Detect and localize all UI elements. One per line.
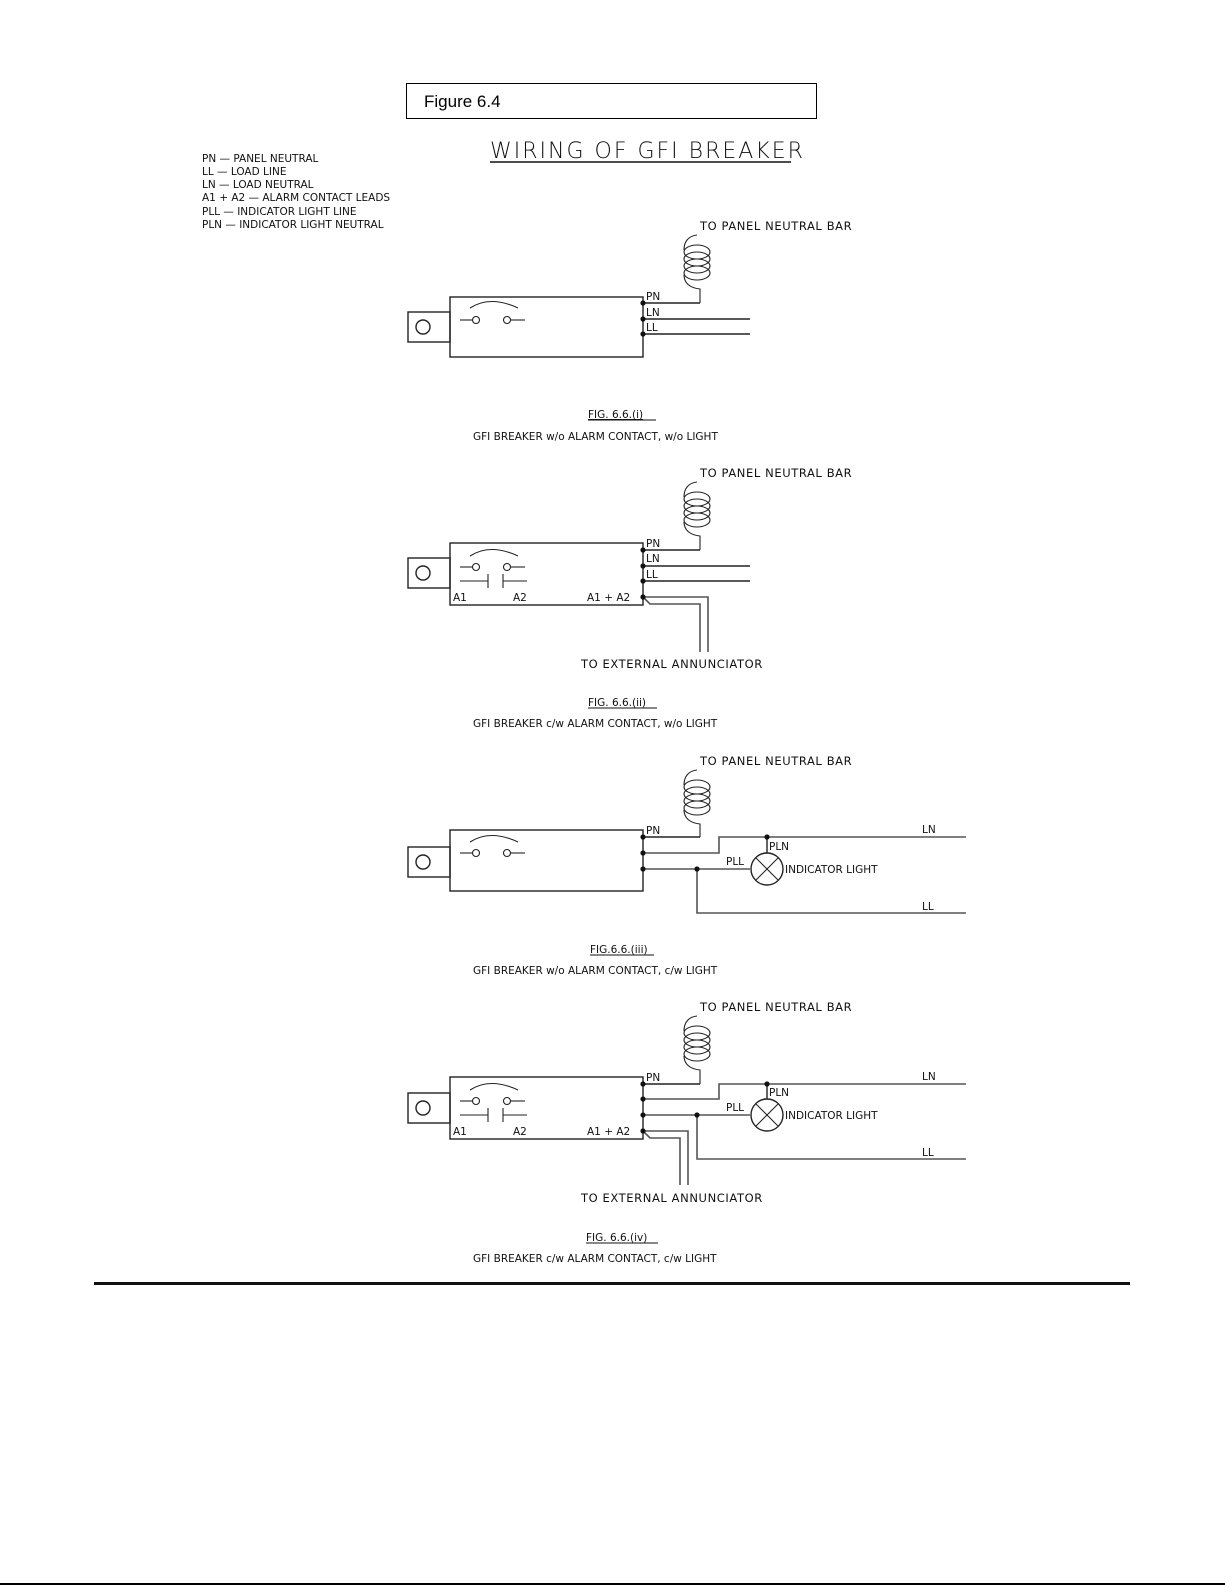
a1-a2-label: A1 + A2 (587, 592, 630, 604)
pln-label: PLN (769, 841, 789, 853)
figure-6-6-i: TO PANEL NEUTRAL BAR PN LN LL FIG. 6.6.(… (407, 219, 852, 443)
ln-label: LN (922, 1071, 936, 1083)
figure-id: FIG. 6.6.(i) (588, 409, 643, 421)
a1-a2-label: A1 + A2 (587, 1126, 630, 1138)
to-external-annunciator-label: TO EXTERNAL ANNUNCIATOR (580, 1191, 763, 1205)
ln-label: LN (922, 824, 936, 836)
a1-label: A1 (453, 1126, 467, 1138)
to-panel-neutral-bar-label: TO PANEL NEUTRAL BAR (699, 219, 852, 233)
ln-label: LN (646, 307, 660, 319)
a1-label: A1 (453, 592, 467, 604)
pn-label: PN (646, 291, 660, 303)
legend-item: A1 + A2 — ALARM CONTACT LEADS (202, 192, 390, 204)
pln-label: PLN (769, 1087, 789, 1099)
a2-label: A2 (513, 592, 527, 604)
figure-id: FIG. 6.6.(ii) (588, 697, 646, 709)
to-panel-neutral-bar-label: TO PANEL NEUTRAL BAR (699, 754, 852, 768)
coil-icon (683, 234, 711, 303)
legend-item: PLL — INDICATOR LIGHT LINE (202, 206, 357, 218)
legend-item: PN — PANEL NEUTRAL (202, 153, 319, 165)
page-bottom-border (0, 1583, 1225, 1585)
pn-label: PN (646, 1072, 660, 1084)
figure-caption: GFI BREAKER w/o ALARM CONTACT, w/o LIGHT (473, 431, 718, 443)
legend-item: LL — LOAD LINE (202, 166, 286, 178)
to-panel-neutral-bar-label: TO PANEL NEUTRAL BAR (699, 1000, 852, 1014)
a2-label: A2 (513, 1126, 527, 1138)
to-panel-neutral-bar-label: TO PANEL NEUTRAL BAR (699, 466, 852, 480)
breaker-body (407, 829, 644, 892)
ln-label: LN (646, 553, 660, 565)
mounting-hole-icon (415, 565, 431, 581)
coil-icon (683, 1015, 711, 1084)
pll-label: PLL (726, 856, 744, 868)
mounting-hole-icon (415, 1100, 431, 1116)
pn-label: PN (646, 538, 660, 550)
figure-6-6-iii: TO PANEL NEUTRAL BAR PN (407, 754, 966, 977)
switch-icon (460, 300, 525, 325)
legend: PN — PANEL NEUTRAL LL — LOAD LINE LN — L… (202, 153, 390, 231)
figure-6-6-ii: TO PANEL NEUTRAL BAR A1 A2 A1 + A2 PN LN (407, 466, 852, 730)
switch-icon (460, 1082, 525, 1106)
ll-label: LL (646, 569, 658, 581)
pn-label: PN (646, 825, 660, 837)
mounting-hole-icon (415, 319, 431, 335)
ll-label: LL (922, 901, 934, 913)
mounting-hole-icon (415, 854, 431, 870)
diagram-title: WIRING OF GFI BREAKER (490, 139, 805, 164)
breaker-body (407, 542, 644, 606)
pll-label: PLL (726, 1102, 744, 1114)
breaker-body (407, 1076, 644, 1140)
indicator-light-label: INDICATOR LIGHT (785, 1110, 878, 1122)
figure-label-box: Figure 6.4 (406, 83, 817, 119)
figure-label: Figure 6.4 (424, 92, 501, 111)
coil-icon (683, 769, 711, 837)
breaker-body (407, 296, 644, 358)
indicator-light-icon (750, 1098, 784, 1132)
figure-id: FIG. 6.6.(iv) (586, 1232, 647, 1244)
legend-item: PLN — INDICATOR LIGHT NEUTRAL (202, 219, 384, 231)
ll-label: LL (646, 322, 658, 334)
indicator-light-icon (750, 852, 784, 886)
coil-icon (683, 481, 711, 550)
legend-item: LN — LOAD NEUTRAL (202, 179, 314, 191)
figure-id: FIG.6.6.(iii) (590, 944, 648, 956)
to-external-annunciator-label: TO EXTERNAL ANNUNCIATOR (580, 657, 763, 671)
figure-caption: GFI BREAKER c/w ALARM CONTACT, c/w LIGHT (473, 1253, 717, 1265)
horizontal-divider (94, 1282, 1130, 1285)
figure-caption: GFI BREAKER w/o ALARM CONTACT, c/w LIGHT (473, 965, 718, 977)
switch-icon (460, 548, 525, 572)
figure-caption: GFI BREAKER c/w ALARM CONTACT, w/o LIGHT (473, 718, 718, 730)
switch-icon (460, 834, 525, 858)
alarm-contact-icon (460, 1108, 527, 1122)
ll-label: LL (922, 1147, 934, 1159)
indicator-light-label: INDICATOR LIGHT (785, 864, 878, 876)
alarm-contact-icon (460, 574, 527, 588)
figure-6-6-iv: TO PANEL NEUTRAL BAR A1 A2 A1 + A2 PN (407, 1000, 966, 1265)
